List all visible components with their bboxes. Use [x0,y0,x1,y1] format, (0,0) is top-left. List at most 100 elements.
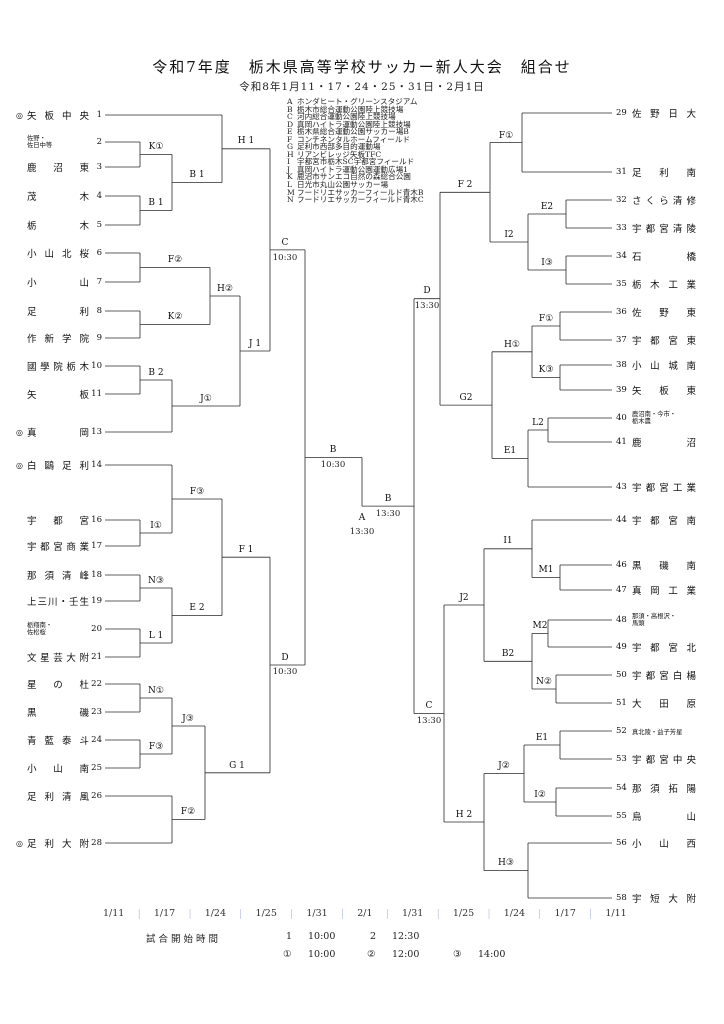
slot-mark: ③ [453,949,462,960]
match-label: F③ [148,742,164,752]
team-number: 51 [616,698,627,708]
right-team-lines [522,112,612,899]
slot-time: 10:00 [308,949,336,960]
team-name: 茂木 [27,192,89,203]
venue-name: フードリエサッカーフィールド青木C [297,195,424,205]
team-name: 矢板 [27,390,89,401]
match-label: I1 [503,536,513,546]
team-name-line: 佐日中等 [27,142,53,149]
date-label: 1/17 [554,908,576,919]
team-name: 白鷗足利 [27,461,89,472]
match-label: I② [534,790,546,800]
match-label: G 1 [229,761,245,771]
venue-name: ホンダヒート・グリーンスタジアム [297,97,418,106]
venue-code: D [287,119,294,129]
venue-name: 鹿沼市サンエコ自然の森総合公園 [297,172,411,182]
team-name: 鹿沼東 [27,163,89,174]
team-number: 34 [616,251,627,261]
team-name: 足利 [27,307,89,318]
team-name: 足利南 [632,168,696,179]
match-label: J 1 [248,339,262,349]
team-name: 栃木工業 [632,280,696,291]
match-label: B 2 [148,368,164,378]
team-number: 36 [616,307,627,317]
team-number: 28 [91,838,102,848]
team-name: 宇都宮工業 [632,483,696,494]
date-label: 1/11 [103,908,125,919]
team-name: 宇都宮北 [632,643,696,654]
match-label: B 1 [148,198,164,208]
team-number: 44 [616,515,627,525]
team-name: 黒磯 [27,708,89,719]
team-name: 宇都宮東 [632,336,696,347]
team-number: 56 [616,838,627,848]
team-name-line: 佐野・ [27,135,46,142]
venue-code: G [287,142,294,152]
team-name: 栃翔南・佐松桜 [27,622,89,636]
match-time: 13:30 [375,509,401,519]
match-label: E2 [540,202,554,212]
seed-mark: ◎ [16,427,23,437]
team-name: 宇都宮白楊 [632,671,696,682]
date-label: 1/31 [402,908,424,919]
match-label: F 2 [457,180,473,190]
team-label: 56 小山西 [616,836,696,850]
team-name: 宇短大附 [632,894,696,905]
team-number: 8 [96,306,102,316]
match-label: N① [148,686,164,696]
venue-name: 真岡ハイトラ運動公園運動広場1 [297,164,408,174]
date-separator: ｜ [184,910,195,921]
match-label: B [329,445,337,455]
team-name: 足利清風 [27,792,89,803]
venue-name: フードリエサッカーフィールド青木B [297,187,424,197]
date-label: 1/24 [503,908,526,919]
date-separator: ｜ [235,910,246,921]
slot-time: 14:00 [478,949,506,960]
team-name: 小山西 [632,839,696,850]
team-number: 24 [91,735,102,745]
team-number: 32 [616,195,627,205]
team-number: 1 [96,110,102,120]
team-label: 鹿沼東 3 [16,160,102,174]
date-label: 1/31 [306,908,328,919]
match-label: I2 [504,230,514,240]
venue-code: B [287,104,293,114]
team-number: 40 [616,413,627,423]
team-name: 那須清峰 [27,571,89,582]
team-name: 真岡工業 [632,586,696,597]
team-number: 3 [96,162,102,172]
team-name: 鹿沼 [632,438,696,449]
team-name: 佐野・佐日中等 [27,135,89,149]
left-bracket-joins [139,115,362,843]
team-name: 真北陵・益子芳星 [632,728,683,736]
round-dates-strip: 1/11｜ 1/17｜ 1/24｜ 1/25｜ 1/31｜ 2/1｜ 1/31｜… [103,906,627,921]
slot-time: 10:00 [308,931,336,942]
right-bracket-joins [361,113,567,898]
team-name: 宇都宮商業 [27,542,89,553]
match-label: E1 [503,446,517,456]
team-name: さくら清修 [632,196,696,207]
match-label: J③ [182,714,194,724]
team-name: 宇都宮 [27,516,89,527]
date-label: 1/24 [204,908,227,919]
team-number: 16 [91,515,102,525]
date-separator: ｜ [286,910,297,921]
team-number: 25 [91,763,102,773]
